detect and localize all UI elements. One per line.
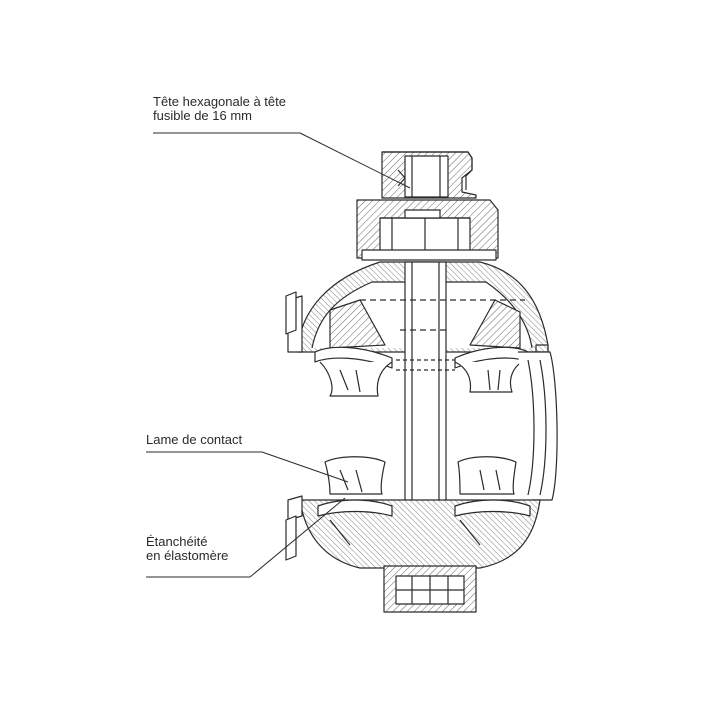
- leader-line-contact: [146, 451, 349, 483]
- leader-lines: [146, 132, 411, 578]
- label-fuse-head: Tête hexagonale à tête fusible de 16 mm: [153, 95, 286, 123]
- upper-contact-blade: [314, 346, 529, 397]
- leader-line-seal: [146, 497, 346, 578]
- fuse-head-cap: [381, 151, 477, 199]
- side-barrel: [518, 351, 558, 501]
- leader-line-head: [153, 132, 411, 189]
- label-elastomer-seal-line1: Étanchéité: [146, 534, 208, 549]
- label-contact-blade: Lame de contact: [146, 433, 242, 447]
- label-elastomer-seal: Étanchéité en élastomère: [146, 535, 228, 563]
- hex-nut-housing: [356, 199, 499, 261]
- bolt-shank: [360, 261, 525, 561]
- label-fuse-head-line2: fusible de 16 mm: [153, 108, 252, 123]
- lower-contact-blade: [324, 456, 517, 495]
- bottom-nut: [383, 565, 477, 613]
- label-contact-blade-text: Lame de contact: [146, 432, 243, 447]
- lower-body: [285, 495, 541, 569]
- upper-body: [285, 261, 549, 356]
- label-fuse-head-line1: Tête hexagonale à tête: [153, 94, 286, 109]
- label-elastomer-seal-line2: en élastomère: [146, 548, 229, 563]
